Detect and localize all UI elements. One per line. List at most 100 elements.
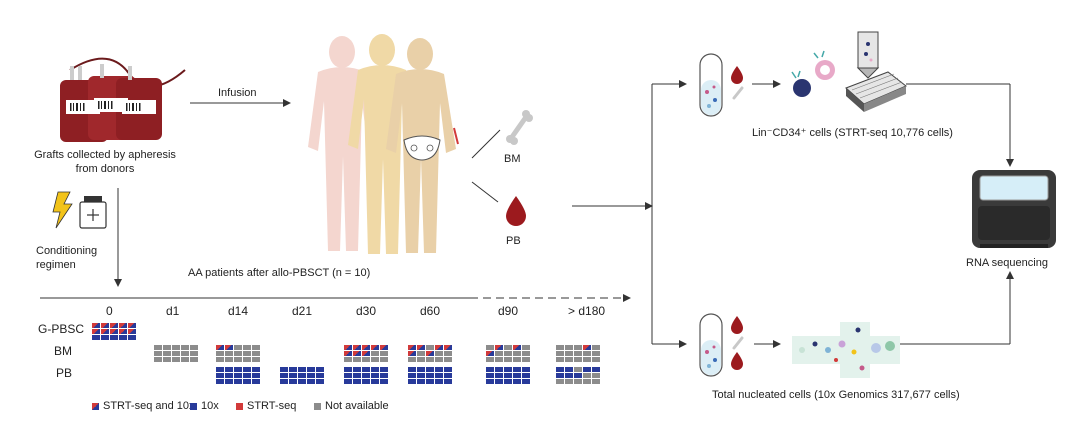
sample-cell: [444, 373, 452, 378]
sample-cell: [426, 357, 434, 362]
sample-cell: [316, 379, 324, 384]
sample-cell: [172, 357, 180, 362]
sample-cell: [556, 351, 564, 356]
blood-bags-icon: [60, 57, 186, 142]
sample-cell: [252, 373, 260, 378]
sample-cell: [298, 373, 306, 378]
sample-cell: [556, 379, 564, 384]
sample-cell: [444, 351, 452, 356]
timepoint-label: 0: [106, 304, 113, 318]
grafts-label: Grafts collected by apheresis from donor…: [20, 148, 190, 176]
sample-cell: [298, 367, 306, 372]
sample-cell: [504, 357, 512, 362]
sample-cell: [92, 323, 100, 328]
sample-cell: [556, 345, 564, 350]
droplet-chip-icon: [792, 322, 900, 378]
infusion-label: Infusion: [218, 87, 257, 99]
sample-cell: [243, 379, 251, 384]
sample-cell: [435, 357, 443, 362]
sample-cell: [371, 357, 379, 362]
sample-cell: [119, 323, 127, 328]
sample-cell: [243, 367, 251, 372]
sample-cell: [154, 351, 162, 356]
sample-cell: [408, 373, 416, 378]
sample-cell: [154, 357, 162, 362]
sample-cell: [225, 379, 233, 384]
timepoint-label: d90: [498, 304, 519, 318]
sample-cell: [101, 323, 109, 328]
sample-cell: [513, 379, 521, 384]
sample-cell: [252, 367, 260, 372]
sample-cell: [243, 357, 251, 362]
cd34-cells-icon: [791, 50, 835, 97]
sample-cell: [119, 329, 127, 334]
sample-cell: [574, 373, 582, 378]
sample-cell: [128, 329, 136, 334]
sample-cell: [504, 379, 512, 384]
sample-cell: [190, 351, 198, 356]
sample-cell: [225, 351, 233, 356]
sample-cell: [486, 367, 494, 372]
sample-cell: [344, 357, 352, 362]
conditioning-label-line2: regimen: [36, 259, 76, 271]
sample-cell: [344, 367, 352, 372]
legend-label: STRT-seq and 10x: [103, 400, 195, 412]
sample-cell: [181, 351, 189, 356]
row-label-bm: BM: [54, 344, 72, 358]
sample-cell: [565, 379, 573, 384]
sample-cell: [417, 367, 425, 372]
legend-item-10x: 10x: [190, 400, 219, 412]
sample-cell: [565, 367, 573, 372]
row-label-pb: PB: [56, 366, 73, 380]
grid-bm-d14: [216, 345, 260, 362]
sample-cell: [486, 357, 494, 362]
sample-cell: [556, 367, 564, 372]
sample-cell: [225, 367, 233, 372]
test-tube-top-icon: [699, 53, 723, 117]
sample-cell: [408, 345, 416, 350]
sample-cell: [504, 367, 512, 372]
sample-cell: [353, 373, 361, 378]
sample-cell: [163, 357, 171, 362]
sample-cell: [353, 379, 361, 384]
sample-cell: [574, 357, 582, 362]
sample-cell: [128, 323, 136, 328]
sample-cell: [522, 373, 530, 378]
sample-cell: [316, 373, 324, 378]
sample-cell: [592, 373, 600, 378]
sample-cell: [371, 367, 379, 372]
sample-cell: [522, 351, 530, 356]
sample-cell: [380, 357, 388, 362]
sample-cell: [380, 345, 388, 350]
legend-label: 10x: [201, 400, 219, 412]
grafts-label-line1: Grafts collected by apheresis: [34, 149, 176, 161]
rna-sequencing-label: RNA sequencing: [966, 257, 1048, 269]
sample-cell: [522, 345, 530, 350]
sample-cell: [435, 345, 443, 350]
sample-cell: [190, 345, 198, 350]
sample-cell: [353, 367, 361, 372]
sample-cell: [280, 373, 288, 378]
sample-cell: [486, 373, 494, 378]
grid-pb-d180: [556, 367, 600, 384]
sample-cell: [371, 373, 379, 378]
sample-cell: [486, 345, 494, 350]
sample-cell: [163, 345, 171, 350]
pb-label: PB: [506, 235, 521, 247]
sample-cell: [495, 373, 503, 378]
sample-cell: [426, 373, 434, 378]
sample-cell: [435, 367, 443, 372]
sample-cell: [583, 367, 591, 372]
sample-cell: [289, 367, 297, 372]
sample-cell: [417, 345, 425, 350]
sample-cell: [513, 373, 521, 378]
sample-cell: [243, 351, 251, 356]
sample-cell: [234, 379, 242, 384]
grid-pb-d60: [408, 367, 452, 384]
sample-cell: [181, 357, 189, 362]
grafts-label-line2: from donors: [75, 163, 135, 175]
sample-cell: [101, 335, 109, 340]
sample-cell: [353, 351, 361, 356]
sample-cell: [225, 345, 233, 350]
timepoint-label: d60: [420, 304, 441, 318]
